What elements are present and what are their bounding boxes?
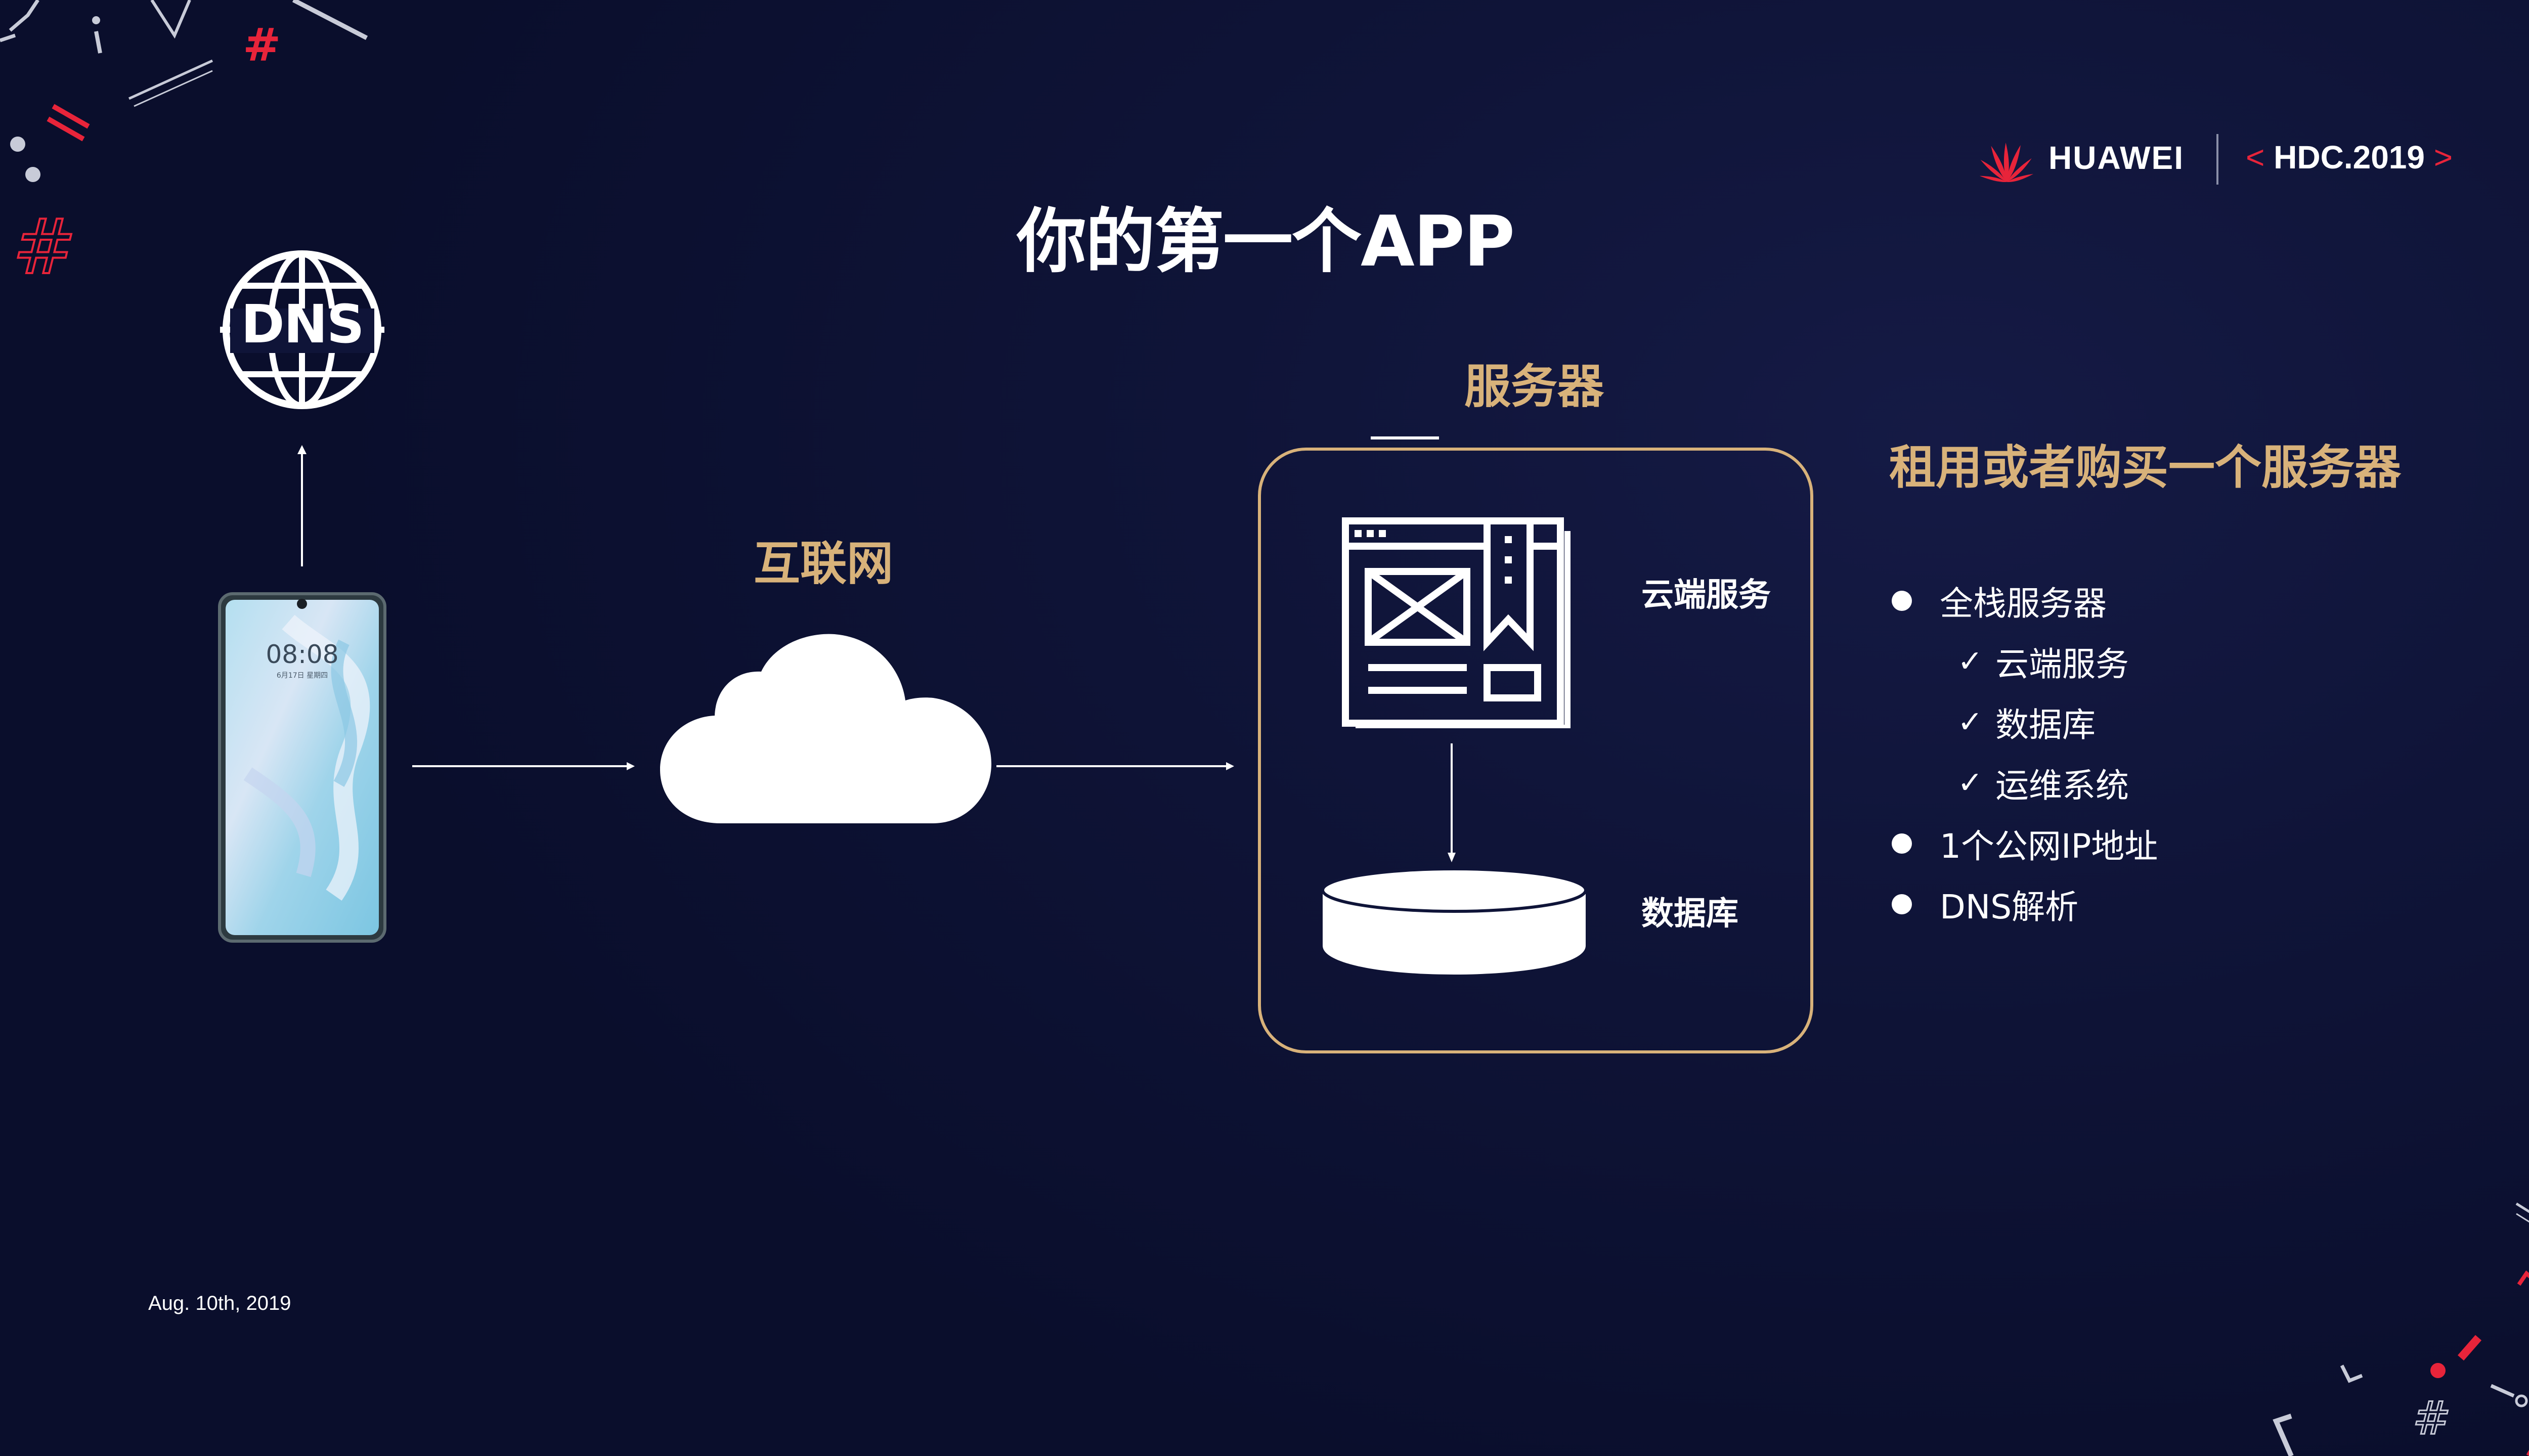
bullet-dot <box>1892 833 1912 854</box>
list-item-text: 云端服务 <box>1995 645 2129 684</box>
server-box <box>1258 448 1813 1053</box>
list-item-ops-system: ✓ 运维系统 <box>1957 759 2129 807</box>
arrow-phone-to-dns <box>297 445 307 566</box>
list-item-text: 数据库 <box>1995 705 2096 744</box>
plan-heading: 租用或者购买一个服务器 <box>1889 440 2402 495</box>
arrow-internet-to-server <box>996 762 1234 770</box>
cloud-icon <box>660 634 991 823</box>
cloud-service-label: 云端服务 <box>1641 577 1771 614</box>
internet-label: 互联网 <box>754 537 894 591</box>
decoration-bottom-right: # <box>2273 1202 2529 1456</box>
svg-text:#: # <box>243 19 281 72</box>
list-item-text: 全栈服务器 <box>1940 584 2107 623</box>
brand-name: HUAWEI <box>2048 140 2184 176</box>
bullet-dot <box>1892 894 1912 914</box>
smartphone: 08:08 6月17日 星期四 <box>217 592 387 943</box>
server-label: 服务器 <box>1464 360 1604 414</box>
list-item-text: 1个公网IP地址 <box>1940 827 2158 866</box>
list-item-fullstack-server: 全栈服务器 <box>1892 577 2107 625</box>
event-name: < HDC.2019 > <box>2246 139 2453 176</box>
database-icon <box>1321 867 1587 975</box>
database-label: 数据库 <box>1641 895 1738 933</box>
svg-text:#: # <box>13 203 76 291</box>
phone-illustration-icon <box>218 592 386 943</box>
header-divider <box>2216 134 2218 185</box>
list-item-text: 运维系统 <box>1995 766 2129 805</box>
check-icon: ✓ <box>1957 644 1983 679</box>
svg-text:#: # <box>2413 1392 2451 1445</box>
check-icon: ✓ <box>1957 704 1983 740</box>
web-page-icon <box>1342 517 1571 728</box>
event-bracket-close: > <box>2433 139 2453 175</box>
list-item-database: ✓ 数据库 <box>1957 698 2096 746</box>
bullet-dot <box>1892 591 1912 611</box>
slide-title: 你的第一个APP <box>1017 201 1515 282</box>
event-title: HDC.2019 <box>2274 139 2425 175</box>
huawei-logo-icon <box>1979 143 2034 183</box>
event-bracket-open: < <box>2246 139 2265 175</box>
check-icon: ✓ <box>1957 765 1983 801</box>
arrow-service-to-database <box>1448 743 1456 862</box>
list-item-text: DNS解析 <box>1940 888 2079 926</box>
dns-icon-label: DNS <box>241 293 364 355</box>
phone-date: 6月17日 星期四 <box>276 672 328 680</box>
list-item-cloud-service: ✓ 云端服务 <box>1957 637 2129 686</box>
list-item-dns-resolution: DNS解析 <box>1892 880 2078 929</box>
decoration-top-left: # # <box>0 0 368 292</box>
list-item-public-ip: 1个公网IP地址 <box>1892 819 2158 868</box>
dns-globe-icon <box>220 250 384 409</box>
footer-date: Aug. 10th, 2019 <box>148 1292 291 1314</box>
phone-clock: 08:08 <box>266 640 339 669</box>
arrow-phone-to-internet <box>412 762 635 770</box>
server-header-line <box>1371 436 1439 439</box>
